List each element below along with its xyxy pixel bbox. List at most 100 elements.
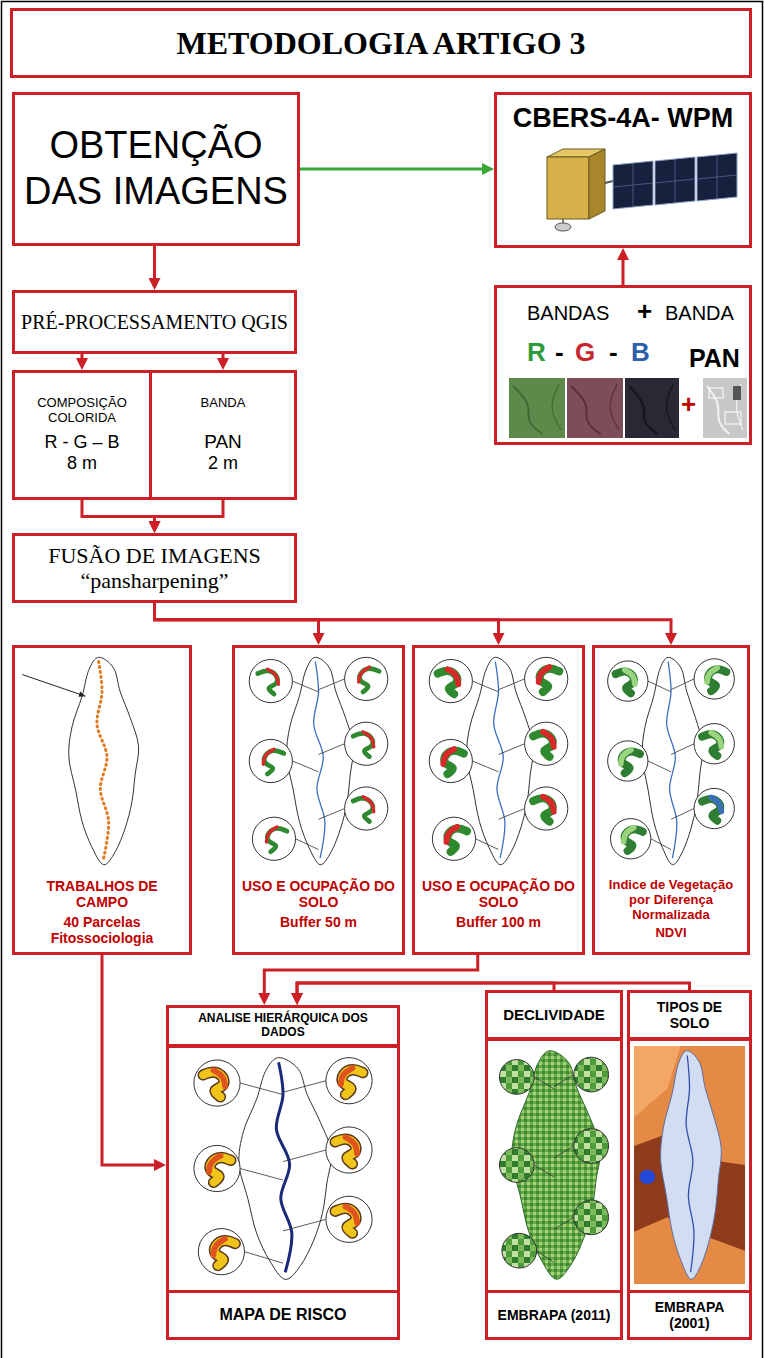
map-panel: Indice de Vegetação por Diferença Normal… [592, 645, 750, 955]
box-label: Indice de Vegetação por Diferença Normal… [599, 878, 743, 923]
map-panel: EMBRAPA (2001) [627, 1038, 752, 1340]
drawing-part [555, 223, 571, 231]
drawing-part [574, 1200, 609, 1235]
box-label: COMPOSIÇÃO COLORIDA [21, 396, 143, 426]
box-label: 2 m [208, 453, 238, 474]
drawing-part [194, 1145, 240, 1191]
drawing-part [494, 662, 505, 859]
drawing-part [629, 386, 657, 434]
drawing-part [249, 739, 292, 782]
drawing-part [446, 827, 457, 842]
drawing-part [725, 412, 741, 424]
drawing-part [266, 827, 287, 852]
box-label: + [681, 390, 696, 420]
drawing-part [648, 681, 671, 692]
drawing-part [472, 761, 498, 772]
box-label: PRÉ-PROCESSAMENTO QGIS [21, 311, 288, 334]
drawing-part [287, 657, 354, 864]
illustration [15, 648, 189, 874]
drawing-part [694, 788, 734, 828]
drawing-part [651, 839, 671, 850]
flow-arrow [155, 603, 319, 641]
drawing-part [194, 1060, 240, 1106]
box-label: “pansharpening” [81, 568, 229, 593]
box-label: TIPOS DE SOLO [636, 999, 743, 1031]
map-panel: USO E OCUPAÇÃO DO SOLOBuffer 100 m [412, 645, 585, 955]
drawing-part [499, 809, 525, 820]
box-label: PAN [689, 344, 740, 373]
drawing-part [319, 809, 345, 820]
box-label: R - G – B [44, 432, 119, 453]
drawing-part [296, 839, 319, 850]
drawing-part [611, 819, 651, 859]
drawing-part [671, 744, 694, 755]
drawing-part [625, 670, 635, 684]
flow-arrow [300, 168, 490, 171]
drawing-part [525, 722, 568, 765]
drawing-part [97, 662, 109, 859]
flow-arrow [81, 354, 84, 366]
drawing-part [547, 157, 589, 219]
drawing-part [630, 1290, 749, 1293]
drawing-part [488, 1290, 620, 1293]
drawing-part [283, 1081, 326, 1093]
drawing-part [697, 153, 737, 201]
drawing-part [694, 659, 734, 699]
drawing-part [335, 1137, 357, 1164]
illustration [235, 648, 402, 874]
box-label: BANDAS [527, 302, 609, 325]
box-label: CBERS-4A- WPM [513, 103, 734, 134]
drawing-part [346, 1137, 358, 1153]
drawing-part [533, 797, 554, 822]
drawing-part [671, 809, 694, 820]
drawing-part [499, 744, 525, 755]
drawing-part [624, 828, 634, 842]
drawing-part [319, 744, 345, 755]
drawing-part [292, 761, 318, 772]
drawing-part [525, 657, 568, 700]
box-label: 8 m [67, 453, 97, 474]
drawing-part [667, 384, 675, 430]
drawing-part [589, 149, 605, 219]
drawing-part [359, 667, 380, 692]
drawing-part [446, 827, 467, 852]
process-box: FUSÃO DE IMAGENS“pansharpening” [12, 533, 297, 603]
drawing-part [283, 1150, 326, 1162]
box-label: + [637, 297, 652, 327]
box-label: DECLIVIDADE [503, 1006, 605, 1023]
drawing-part [345, 657, 388, 700]
drawing-part [702, 797, 721, 820]
drawing-part [711, 797, 721, 811]
drawing-part [667, 662, 677, 859]
drawing-part [353, 797, 374, 822]
drawing-part [634, 1046, 745, 1284]
box-label: 40 Parcelas Fitossociologia [19, 914, 185, 946]
flow-arrow [102, 955, 162, 1165]
drawing-part [554, 1217, 574, 1229]
drawing-part [605, 181, 613, 183]
drawing-part [443, 749, 464, 774]
box-label: PAN [204, 431, 242, 453]
drawing-part [733, 386, 741, 400]
drawing-part [613, 161, 653, 209]
box-label: - [609, 338, 618, 368]
drawing-part [249, 659, 292, 702]
box-label: Buffer 100 m [456, 914, 541, 930]
flow-arrow [82, 500, 155, 529]
process-box: COMPOSIÇÃO COLORIDA R - G – B8 m [12, 370, 152, 500]
drawing-part [326, 1196, 372, 1242]
drawing-part [245, 1252, 284, 1264]
box-label: MAPA DE RISCO [219, 1306, 346, 1324]
drawing-part [429, 659, 472, 702]
drawing-part [509, 378, 565, 438]
drawing-part [443, 749, 454, 764]
drawing-part [283, 1219, 326, 1231]
illustration [595, 648, 747, 874]
drawing-part [213, 1239, 225, 1255]
process-box: BANDAPAN2 m [149, 370, 297, 500]
drawing-part [525, 787, 568, 830]
drawing-part [537, 1251, 554, 1263]
drawing-part [567, 378, 623, 438]
